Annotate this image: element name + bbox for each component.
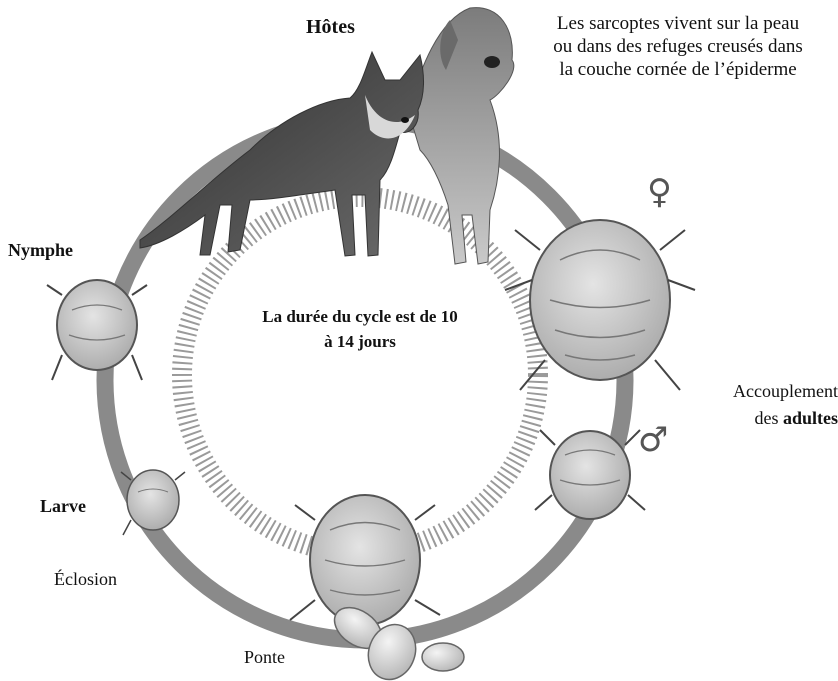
stage-label-larve: Larve [40, 496, 86, 517]
male-mite [535, 430, 645, 519]
female-symbol-icon: ♀ [647, 172, 672, 212]
fox-illustration [140, 52, 424, 256]
larva-mite [121, 470, 185, 535]
cycle-duration-note: La durée du cycle est de 10 à 14 jours [260, 304, 460, 354]
stage-label-accouplement: Accouplement des adultes [708, 378, 838, 432]
hosts-title: Hôtes [306, 16, 355, 39]
laying-mite [290, 495, 440, 625]
hosts-description: Les sarcoptes vivent sur la peau ou dans… [548, 12, 808, 81]
dog-illustration [408, 8, 514, 264]
stage-label-ponte: Ponte [244, 647, 285, 668]
female-mite [505, 220, 695, 390]
stage-label-nymphe: Nymphe [8, 240, 73, 261]
accouplement-word: Accouplement [733, 381, 838, 401]
stage-label-eclosion: Éclosion [54, 569, 117, 590]
male-symbol-icon: ♂ [638, 420, 668, 460]
adultes-word: adultes [783, 408, 838, 428]
nymph-mite [47, 280, 147, 380]
egg [422, 643, 464, 671]
des-word: des [754, 408, 778, 428]
